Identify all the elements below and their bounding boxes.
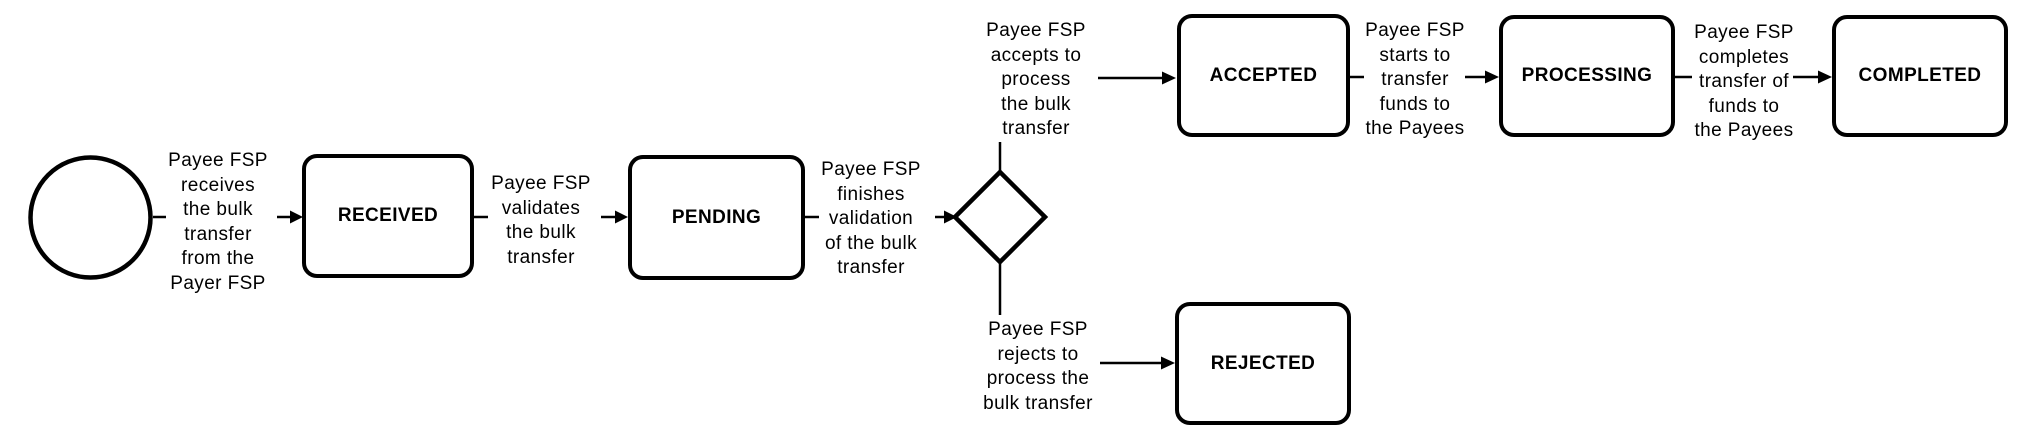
state-rejected-label: REJECTED [1210,352,1316,374]
state-pending-label: PENDING [671,206,762,228]
arrowhead-choice-accepted [1162,71,1176,85]
transition-label-received-pending: Payee FSP validates the bulk transfer [491,173,591,268]
state-completed: COMPLETED [1832,15,2008,137]
state-received-label: RECEIVED [337,205,439,226]
arrowhead-accepted-processing [1485,70,1499,84]
state-processing: PROCESSING [1499,15,1675,137]
choice-diamond [951,168,1049,266]
transition-label-start-received: Payee FSP receives the bulk transfer fro… [168,150,268,294]
arrowhead-received-pending [615,210,628,224]
state-accepted-label: ACCEPTED [1209,64,1318,86]
state-accepted: ACCEPTED [1177,14,1350,137]
state-completed-label: COMPLETED [1858,65,1982,86]
state-received: RECEIVED [302,154,474,278]
state-processing-label: PROCESSING [1521,65,1653,86]
state-pending: PENDING [628,155,805,280]
arrowhead-processing-completed [1818,70,1832,84]
transition-label-processing-completed: Payee FSP completes transfer of funds to… [1694,22,1794,141]
transition-label-accepted-processing: Payee FSP starts to transfer funds to th… [1365,20,1465,139]
transition-label-pending-choice: Payee FSP finishes validation of the bul… [821,159,921,278]
state-rejected: REJECTED [1175,302,1351,425]
arrowhead-pending-choice [944,210,957,224]
transition-label-choice-accepted: Payee FSP accepts to process the bulk tr… [986,20,1086,139]
start-state-circle [28,155,153,280]
transition-label-choice-rejected: Payee FSP rejects to process the bulk tr… [983,319,1093,414]
arrowhead-choice-rejected [1161,356,1175,370]
arrowhead-start-received [290,210,303,224]
